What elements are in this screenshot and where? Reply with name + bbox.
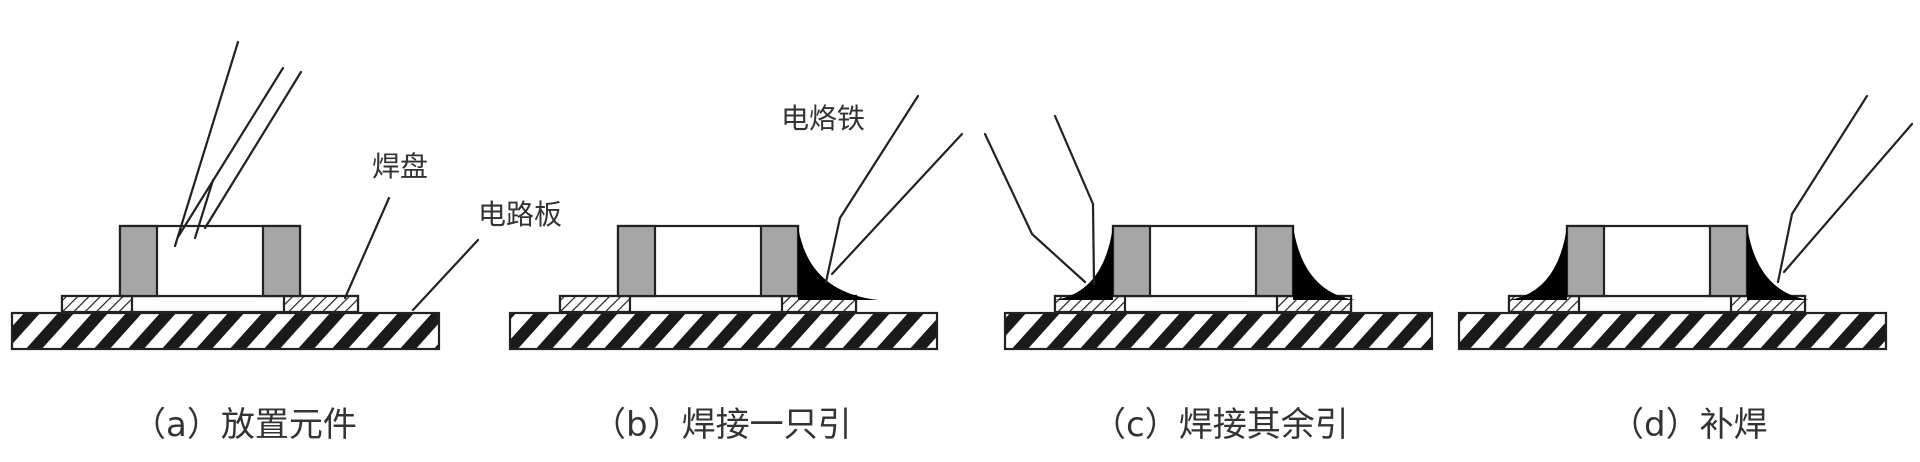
solder-fillet-right [1293,226,1355,300]
solder-pad-left [558,294,632,314]
caption-a: （a）放置元件 [132,405,357,445]
soldering-iron-icon [1776,94,1914,284]
tweezers-icon [173,40,303,248]
panel-a: 焊盘 电路板 （a）放置元件 [10,40,562,445]
terminal-left [1111,224,1152,298]
terminal-left [1565,224,1606,298]
solder-pad-right [282,294,360,314]
pad-label: 焊盘 [372,150,428,183]
iron-label: 电烙铁 [781,102,865,135]
solder-fillet-left [1509,226,1567,300]
caption-d: （d）补焊 [1610,405,1768,445]
board-label: 电路板 [478,198,562,231]
terminal-left [118,224,159,298]
solder-pad-left [60,294,134,314]
soldering-iron-icon [983,114,1096,286]
terminal-left [616,224,657,298]
board-leader-line [411,238,480,312]
circuit-board [1457,311,1888,351]
panel-c: （c）焊接其余引 [983,114,1434,445]
solder-fillet-right [1747,226,1809,300]
soldering-iron-icon [824,94,964,284]
solder-fillet-left [1055,226,1113,300]
caption-c: （c）焊接其余引 [1092,405,1349,445]
circuit-board [10,311,441,351]
terminal-right [1708,224,1749,298]
terminal-right [759,224,800,298]
pad-leader-line [343,196,391,300]
solder-fillet-right [798,226,878,300]
panel-d: （d）补焊 [1457,94,1914,445]
terminal-right [261,224,302,298]
circuit-board [508,311,939,351]
terminal-right [1254,224,1295,298]
circuit-board [1003,311,1434,351]
panel-b: 电烙铁 （b）焊接一只引 [508,94,964,445]
caption-b: （b）焊接一只引 [592,405,852,445]
